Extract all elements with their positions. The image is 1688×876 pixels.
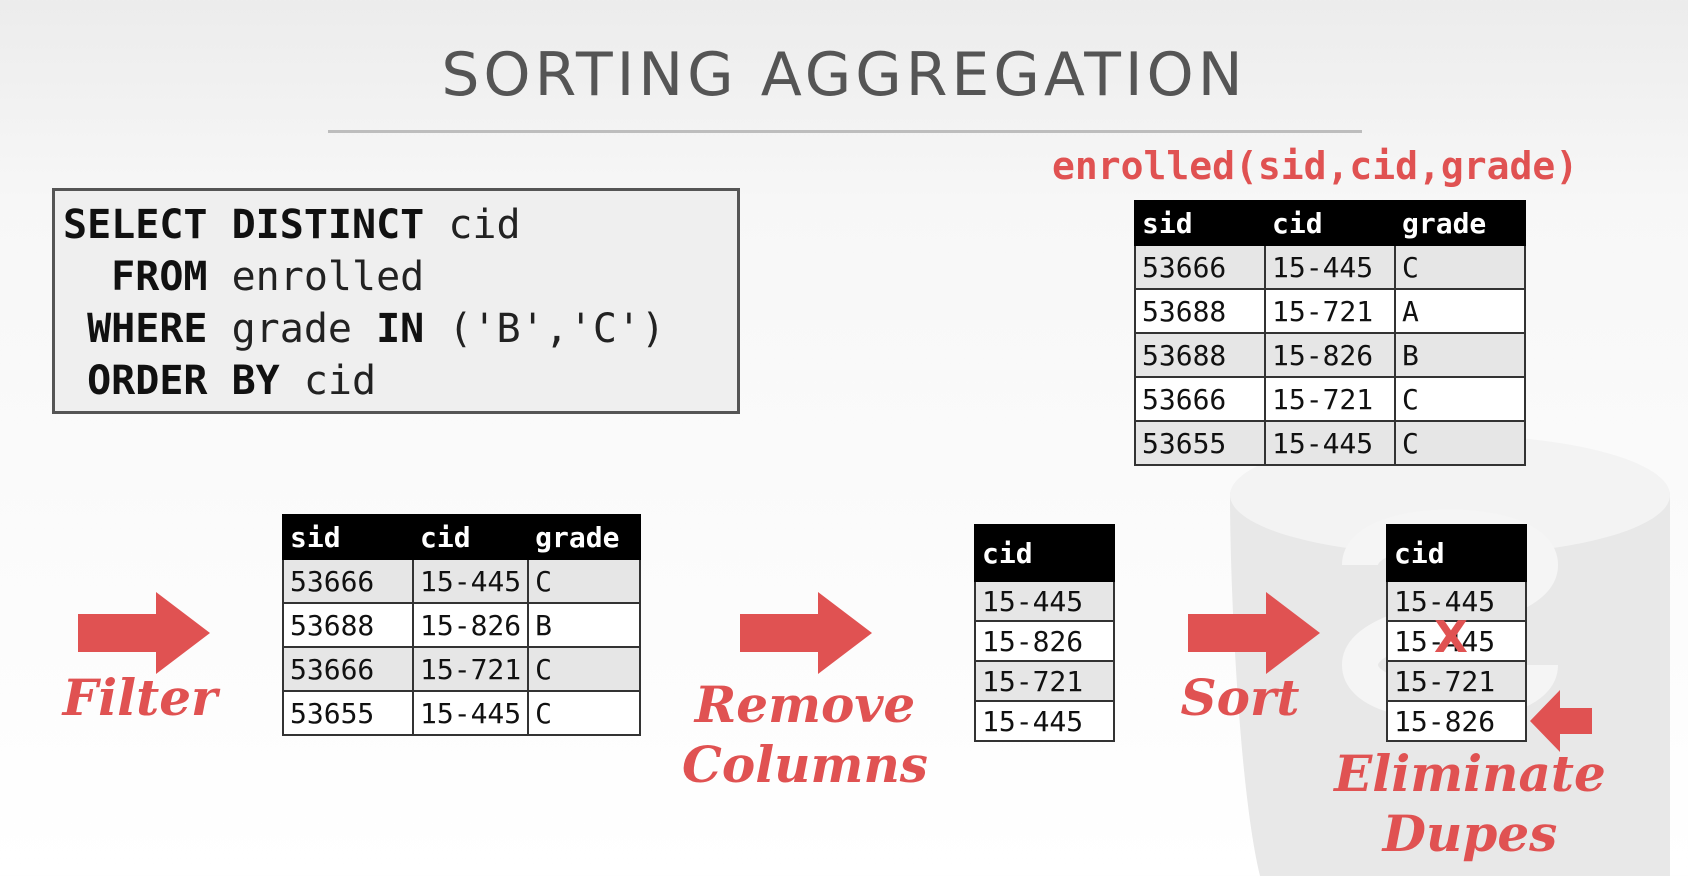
table-cell: 53666: [1134, 244, 1266, 290]
table-cell: C: [1394, 376, 1526, 422]
table-cell: 15-826: [1264, 332, 1396, 378]
table-cell: 53688: [1134, 288, 1266, 334]
sql-line: ORDER BY cid: [63, 355, 737, 407]
sql-keyword: IN: [376, 306, 425, 352]
step-label-remove: Remove: [694, 675, 916, 734]
table-row: 15-445: [1386, 620, 1527, 662]
column-header: grade: [1394, 200, 1526, 246]
table-cell: 15-445: [974, 700, 1115, 742]
sql-keyword: SELECT DISTINCT: [63, 202, 425, 248]
column-header: cid: [1264, 200, 1396, 246]
table-cell: 15-445: [411, 690, 530, 736]
table-cell: 15-445: [974, 580, 1115, 622]
table-cell: B: [527, 602, 642, 648]
filter-arrow-icon: [78, 592, 210, 674]
sql-line: FROM enrolled: [63, 251, 737, 303]
table-cell: 15-826: [1386, 700, 1527, 742]
column-header: cid: [411, 514, 530, 560]
step-label-dupes: Dupes: [1382, 804, 1558, 863]
table-cell: C: [1394, 420, 1526, 466]
table-cell: 15-445: [1264, 244, 1396, 290]
table-cell: 53655: [282, 690, 414, 736]
table-cell: A: [1394, 288, 1526, 334]
table-cell: 53688: [282, 602, 414, 648]
table-cell: C: [527, 646, 642, 692]
sql-token: cid: [424, 202, 521, 248]
table-row: 15-826: [1386, 700, 1527, 742]
table-cell: 15-445: [1386, 620, 1527, 662]
title-divider: [328, 130, 1362, 133]
table-cell: 15-445: [411, 558, 530, 604]
sort-arrow-icon: [1188, 592, 1320, 674]
slide-title: SORTING AGGREGATION: [441, 40, 1247, 110]
table-row: 15-445: [974, 580, 1115, 622]
sql-keyword: WHERE: [63, 306, 208, 352]
sql-line: SELECT DISTINCT cid: [63, 199, 737, 251]
step-label-filter: Filter: [62, 668, 218, 727]
table-row: 15-445: [974, 700, 1115, 742]
column-header: grade: [527, 514, 642, 560]
table-row: 15-826: [974, 620, 1115, 662]
table-cell: 15-721: [411, 646, 530, 692]
eliminate-pointer-arrow-icon: [1530, 690, 1592, 752]
sql-line: WHERE grade IN ('B','C'): [63, 303, 737, 355]
sql-token: ('B','C'): [424, 306, 666, 352]
sql-query-box: SELECT DISTINCT cid FROM enrolled WHERE …: [52, 188, 740, 414]
table-cell: 53666: [1134, 376, 1266, 422]
remove-columns-arrow-icon: [740, 592, 872, 674]
table-row: 15-721: [1386, 660, 1527, 702]
table-cell: C: [527, 558, 642, 604]
sql-token: cid: [279, 358, 377, 404]
column-header: cid: [1386, 524, 1527, 582]
table-cell: 15-826: [974, 620, 1115, 662]
step-label-eliminate: Eliminate: [1334, 744, 1606, 803]
table-cell: C: [1394, 244, 1526, 290]
table-cell: 15-826: [411, 602, 530, 648]
sql-token: enrolled: [207, 254, 425, 300]
sql-token: grade: [207, 306, 377, 352]
table-row: 15-721: [974, 660, 1115, 702]
column-header: sid: [282, 514, 414, 560]
column-header: cid: [974, 524, 1115, 582]
table-cell: 15-445: [1386, 580, 1527, 622]
table-cell: B: [1394, 332, 1526, 378]
table-cell: 15-445: [1264, 420, 1396, 466]
table-cell: 15-721: [1264, 376, 1396, 422]
table-cell: 53655: [1134, 420, 1266, 466]
table-cell: 15-721: [974, 660, 1115, 702]
table-cell: 15-721: [1386, 660, 1527, 702]
table-cell: 53666: [282, 558, 414, 604]
table-cell: 53688: [1134, 332, 1266, 378]
table-cell: 53666: [282, 646, 414, 692]
table-header-row: cid: [974, 524, 1115, 582]
sql-keyword: FROM: [63, 254, 208, 300]
table-cell: 15-721: [1264, 288, 1396, 334]
table-header-row: cid: [1386, 524, 1527, 582]
enrolled-schema-label: enrolled(sid,cid,grade): [1052, 144, 1579, 188]
duplicate-cross-mark: X: [1434, 612, 1468, 663]
table-cell: C: [527, 690, 642, 736]
step-label-columns: Columns: [682, 735, 928, 794]
sql-keyword: ORDER BY: [63, 358, 280, 404]
column-header: sid: [1134, 200, 1266, 246]
table-row: 15-445: [1386, 580, 1527, 622]
step-label-sort: Sort: [1180, 668, 1300, 727]
